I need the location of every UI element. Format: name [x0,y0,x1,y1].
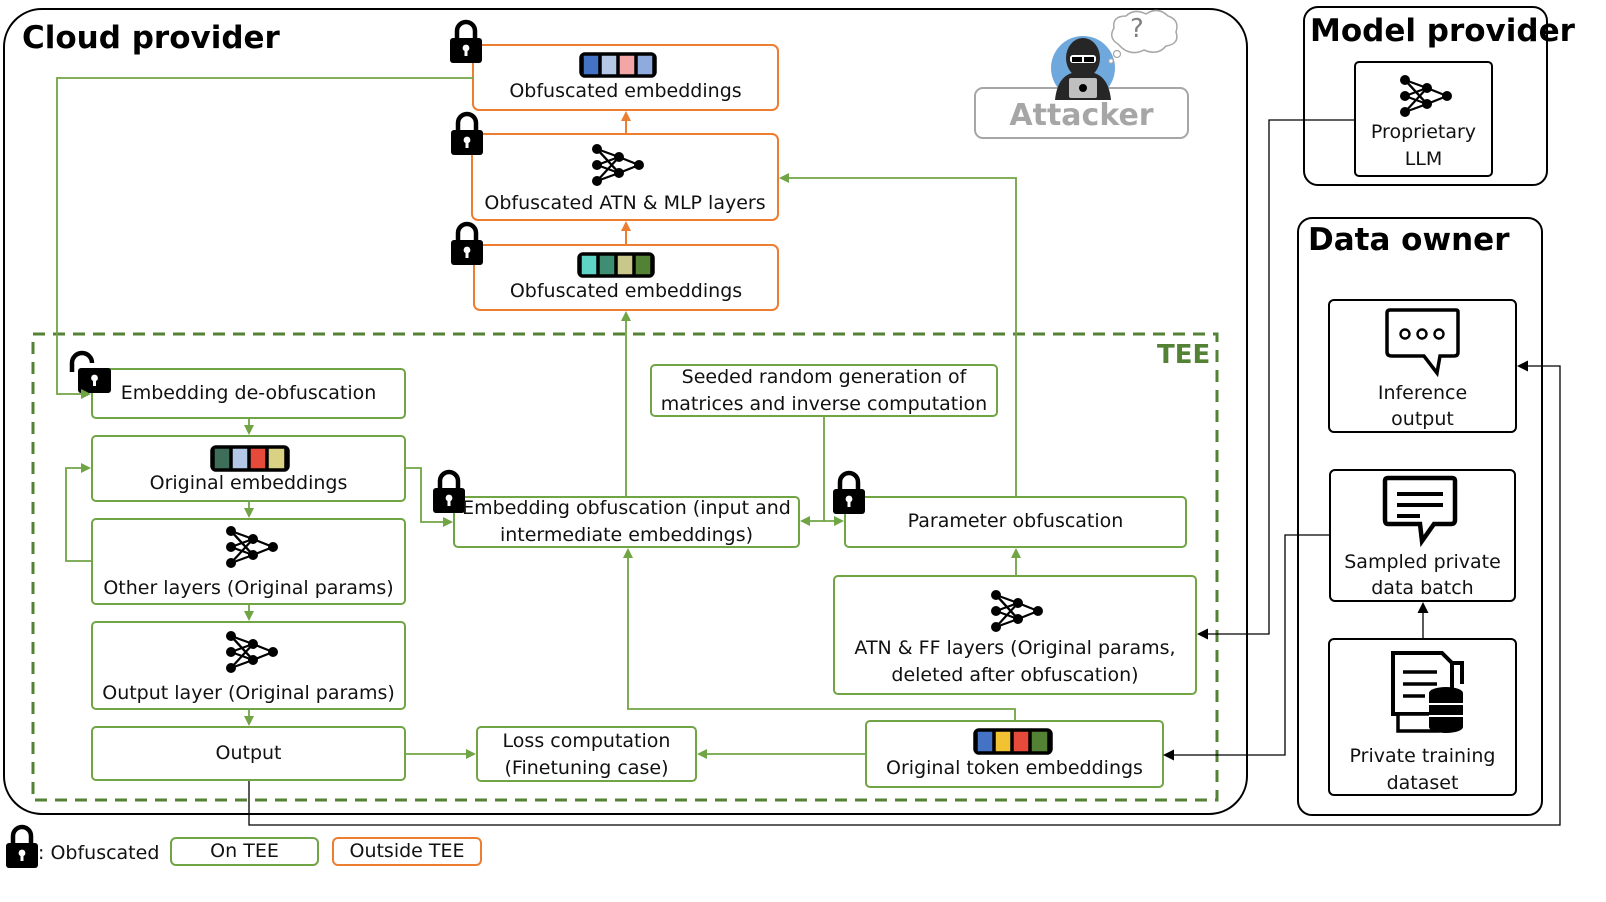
legend-on-tee-swatch [170,837,319,866]
tee-label: TEE [1157,340,1211,370]
embedding-obfuscation-label-2: intermediate embeddings) [499,524,754,546]
obfuscated-layers-box [471,133,779,221]
attacker-question: ? [1130,14,1144,44]
training-label-2: dataset [1386,772,1459,794]
seeded-label-2: matrices and inverse computation [660,393,988,415]
output-label: Output [215,742,282,764]
atn-ff-box [833,575,1197,695]
embedding-strip-original [210,445,290,472]
sampled-label-2: data batch [1371,577,1474,599]
seeded-label-1: Seeded random generation of [681,366,967,388]
legend-obfuscated-label: : Obfuscated [38,842,160,864]
legend-on-tee-label: On TEE [210,840,279,862]
output-layer-label: Output layer (Original params) [102,682,395,704]
attacker-label: Attacker [1009,98,1154,133]
proprietary-llm-box [1354,61,1493,177]
data-owner-title: Data owner [1308,222,1510,258]
message-icon [1382,475,1458,548]
loss-box [476,726,697,782]
inference-label-2: output [1391,408,1454,430]
tee-region [31,332,1219,802]
cloud-provider-panel [3,8,1248,815]
model-provider-title: Model provider [1310,13,1575,49]
parameter-obfuscation-label: Parameter obfuscation [907,510,1124,532]
atn-ff-label-2: deleted after obfuscation) [891,664,1139,686]
obfuscated-embeddings-mid-label: Obfuscated embeddings [509,280,743,302]
sampled-label-1: Sampled private [1344,551,1501,573]
original-embeddings-label: Original embeddings [149,472,348,494]
cloud-provider-title: Cloud provider [22,20,280,56]
deobfuscation-box [91,368,406,419]
output-layer-box [91,621,406,710]
llm-label-1: Proprietary [1370,121,1477,143]
lock-icon [450,22,482,63]
black-connectors [248,119,1561,826]
database-icon [1391,651,1464,733]
inference-output-box [1328,299,1517,433]
lock-icon [451,224,483,265]
llm-label-2: LLM [1404,148,1443,170]
model-provider-panel [1303,6,1548,186]
other-layers-label: Other layers (Original params) [103,577,394,599]
unlocked-lock-icon [69,350,111,393]
deobfuscation-label: Embedding de-obfuscation [120,382,377,404]
embedding-obfuscation-label-1: Embedding obfuscation (input and [462,497,791,519]
loss-label-1: Loss computation [502,730,671,752]
thought-bubble [1111,9,1178,54]
lock-icon [451,114,483,155]
data-owner-panel [1297,217,1543,816]
inference-label-1: Inference [1377,382,1468,404]
obfuscated-layers-label: Obfuscated ATN & MLP layers [484,192,766,214]
training-label-1: Private training [1349,745,1496,767]
obfuscated-embeddings-top-label: Obfuscated embeddings [509,80,742,102]
green-connectors [56,77,1021,759]
embedding-strip-top [579,52,657,78]
embedding-strip-token [973,728,1053,755]
loss-label-2: (Finetuning case) [504,757,669,779]
original-token-label: Original token embeddings [886,757,1143,779]
attacker-figure [974,9,1189,139]
chat-bubble-icon [1385,308,1460,378]
lock-icon [6,827,38,868]
legend-outside-tee-label: Outside TEE [349,840,465,862]
legend-outside-tee-swatch [332,837,482,866]
embedding-strip-mid [577,252,655,278]
atn-ff-label-1: ATN & FF layers (Original params, [854,637,1176,659]
